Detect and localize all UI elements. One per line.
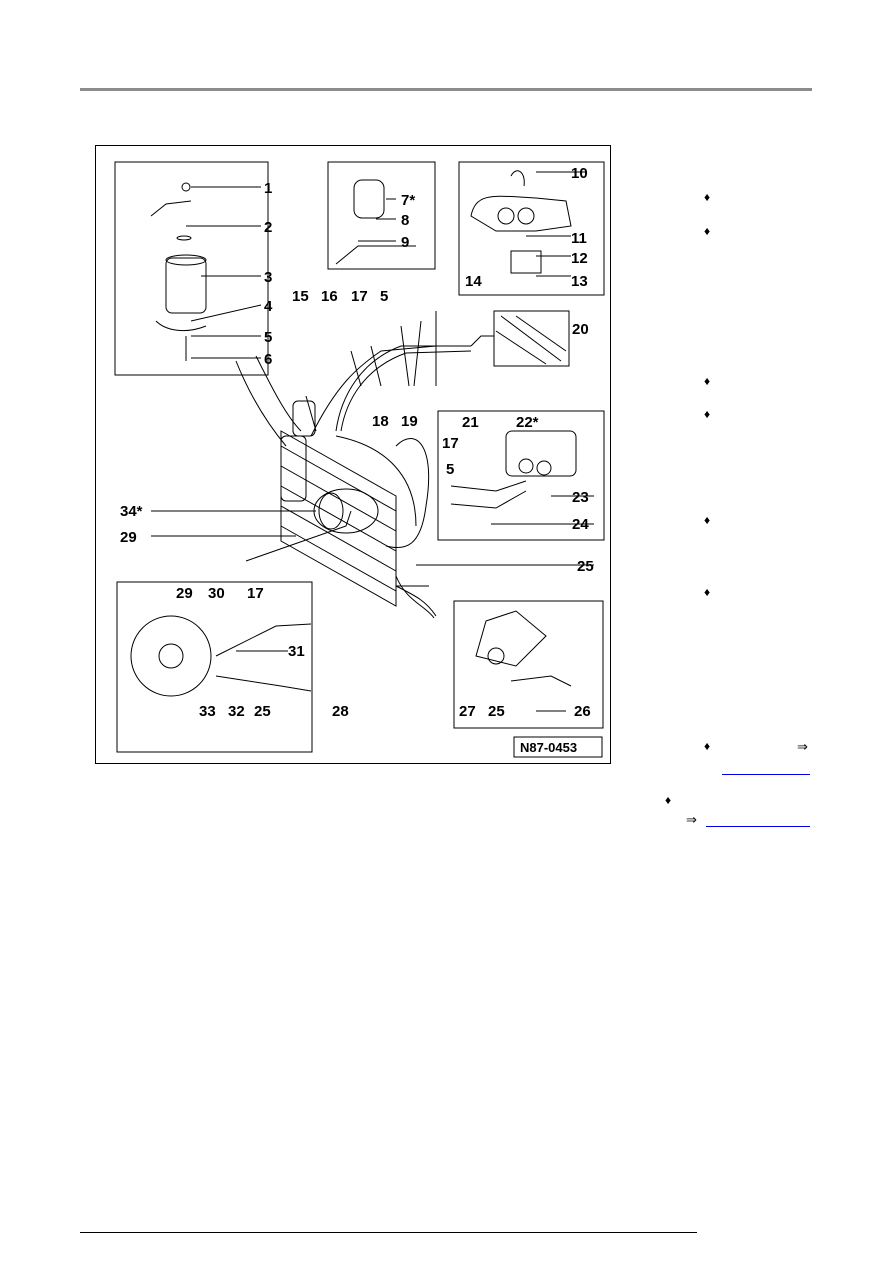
callout-label: 6: [264, 351, 272, 368]
bullet-marker: ♦: [704, 739, 711, 753]
bullet-marker: ♦: [704, 513, 711, 527]
callout-label: 19: [401, 413, 418, 430]
callout-label: 25: [577, 558, 594, 575]
callout-label: 4: [264, 298, 273, 315]
callout-label: 2: [264, 219, 272, 236]
callout-label: 30: [208, 585, 225, 602]
callout-label: 1: [264, 180, 272, 197]
figure-code: N87-0453: [520, 740, 577, 755]
callout-label: 22*: [516, 414, 539, 431]
callout-label: 28: [332, 703, 349, 720]
callout-label: 34*: [120, 503, 143, 520]
callout-label: 17: [351, 288, 368, 305]
link-arrow-icon: ⇒: [686, 812, 697, 827]
inset-expansion-valve: [458, 161, 605, 296]
callout-label: 20: [572, 321, 589, 338]
callout-label: 14: [465, 273, 482, 290]
figure-code-box: [513, 736, 603, 758]
cross-reference-link[interactable]: [706, 826, 810, 827]
callout-label: 16: [321, 288, 338, 305]
callout-label: 7*: [401, 192, 415, 209]
callout-label: 27: [459, 703, 476, 720]
exploded-diagram: 1 2 3 4 5 6 7* 8 9 10 11 12 13 14 15 16 …: [95, 145, 611, 764]
bullet-marker: ♦: [704, 190, 711, 204]
cross-reference-link[interactable]: [722, 774, 810, 775]
inset-evaporator-connection: [437, 410, 605, 541]
link-arrow-icon: ⇒: [797, 739, 808, 754]
callout-label: 26: [574, 703, 591, 720]
callout-label: 29: [176, 585, 193, 602]
bullet-marker: ♦: [704, 407, 711, 421]
diagram-drawing: 1 2 3 4 5 6 7* 8 9 10 11 12 13 14 15 16 …: [114, 161, 605, 758]
callout-label: 25: [488, 703, 505, 720]
callout-label: 5: [264, 329, 272, 346]
inset-condenser-connection: [453, 600, 604, 729]
footer-rule: [80, 1232, 697, 1233]
callout-label: 29: [120, 529, 137, 546]
inset-compressor: [116, 581, 313, 753]
callout-label: 25: [254, 703, 271, 720]
bullet-marker: ♦: [704, 224, 711, 238]
callout-label: 3: [264, 269, 272, 286]
header-rule: [80, 88, 812, 91]
callout-label: 5: [380, 288, 388, 305]
callout-label: 31: [288, 643, 305, 660]
inset-receiver-drier: [114, 161, 269, 376]
callout-label: 17: [247, 585, 264, 602]
callout-label: 32: [228, 703, 245, 720]
inset-service-valve: [327, 161, 436, 270]
bullet-marker: ♦: [704, 585, 711, 599]
callout-label: 13: [571, 273, 588, 290]
bullet-marker: ♦: [665, 793, 672, 807]
callout-label: 11: [571, 230, 587, 247]
callout-label: 12: [571, 250, 588, 267]
callout-label: 9: [401, 234, 409, 251]
callout-label: 23: [572, 489, 589, 506]
callout-label: 17: [442, 435, 459, 452]
callout-label: 10: [571, 165, 588, 182]
callout-label: 18: [372, 413, 389, 430]
callout-label: 33: [199, 703, 216, 720]
callout-label: 5: [446, 461, 454, 478]
callout-label: 8: [401, 212, 409, 229]
callout-label: 21: [462, 414, 479, 431]
callout-label: 15: [292, 288, 309, 305]
bullet-marker: ♦: [704, 374, 711, 388]
callout-label: 24: [572, 516, 589, 533]
